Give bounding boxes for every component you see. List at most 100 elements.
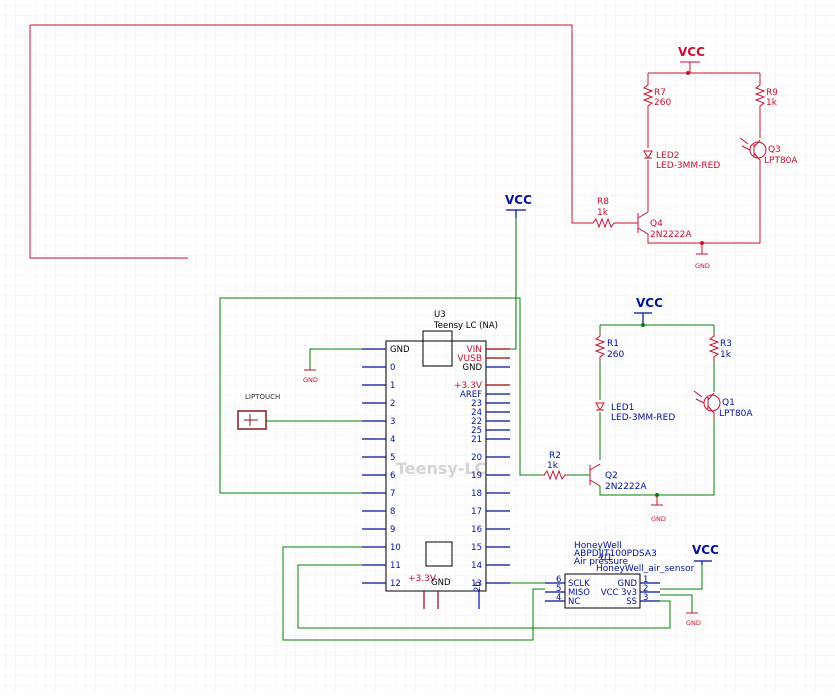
sensor-left-pin-name: MISO: [568, 588, 590, 598]
teensy-right-pin-label: GND: [463, 363, 483, 373]
transistor-q2[interactable]: [589, 463, 601, 487]
sensor-body[interactable]: [564, 573, 641, 609]
wire-bottom-rail[interactable]: [599, 324, 715, 333]
sensor-right-pin-name: GND: [618, 579, 638, 589]
resistor-r1[interactable]: [594, 333, 606, 361]
vcc-symbol-top: [680, 61, 700, 73]
sensor-right-pin-num: 2: [643, 584, 648, 594]
u3-ref: U3: [434, 310, 446, 320]
selected-wire-left[interactable]: [29, 25, 188, 259]
gnd-symbol-top: [696, 243, 708, 255]
teensy-body[interactable]: [385, 340, 487, 592]
q1-body: [707, 392, 715, 420]
teensy-left-pin-label: 6: [390, 471, 395, 481]
bottom-phototransistor-circuit[interactable]: VCC R1 260 LED1 LED-3MM-RED R3 1k Q1 LPT…: [541, 296, 753, 523]
resistor-r7[interactable]: [642, 82, 654, 110]
r8-ref: R8: [597, 197, 609, 207]
liptouch-pad-symbol: [244, 414, 258, 426]
r9-ref: R9: [766, 88, 778, 98]
teensy-left-pin-label: 5: [390, 453, 395, 463]
sensor-left-pin-num: 5: [556, 584, 561, 594]
wire-top-rail[interactable]: [647, 72, 761, 82]
u1-brand: HoneyWell: [574, 541, 622, 551]
teensy-right-pins: VINVUSBGND+3.3VAREF232422252120191817161…: [454, 345, 510, 589]
teensy-right-pin-label: 13: [471, 579, 482, 589]
selected-wire-top[interactable]: [30, 24, 590, 224]
gnd-label-bottom: GND: [651, 515, 666, 523]
sensor-right-pin-name: SS: [626, 597, 637, 607]
honeywell-sensor-u1[interactable]: HoneyWell ABPDJJT100PDSA3 Air pressure U…: [545, 541, 695, 609]
q1-value: LPT80A: [719, 409, 753, 419]
q3-ref: Q3: [768, 145, 781, 155]
led2-value: LED-3MM-RED: [656, 161, 720, 171]
q1-ref: Q1: [722, 398, 735, 408]
r1-ref: R1: [607, 339, 619, 349]
led2-symbol[interactable]: [643, 150, 653, 160]
teensy-right-pin-label: 17: [471, 507, 482, 517]
teensy-left-pin-label: 9: [390, 525, 395, 535]
gnd-symbol-bottom: [651, 495, 663, 506]
teensy-left-pin-label: 11: [390, 561, 401, 571]
teensy-lc-u3[interactable]: U3 Teensy LC (NA) Teensy-LC GND012345678…: [362, 310, 510, 609]
teensy-right-pin-label: +3.3V: [454, 381, 483, 391]
led1-value: LED-3MM-RED: [611, 413, 675, 423]
resistor-r2[interactable]: [541, 469, 569, 481]
wire-sensor-gnd[interactable]: [660, 594, 693, 613]
teensy-right-pin-label: 21: [471, 435, 482, 445]
q4-value: 2N2222A: [650, 230, 692, 240]
r7-ref: R7: [654, 88, 666, 98]
teensy-right-pin-label: 18: [471, 489, 482, 499]
sensor-right-pin-name: VCC 3v3: [601, 588, 637, 598]
q1-light-arrows: [693, 390, 705, 404]
led1-symbol[interactable]: [595, 402, 605, 412]
teensy-usb-connector: [422, 330, 453, 367]
teensy-left-pin-label: 2: [390, 399, 395, 409]
teensy-right-pin-label: 22: [471, 417, 482, 427]
teensy-bottom-pin-3v3: +3.3V: [408, 574, 437, 584]
q3-body: [753, 139, 761, 165]
wire-pin7-r2[interactable]: [219, 297, 545, 494]
r9-value: 1k: [766, 98, 778, 108]
teensy-left-pin-label: GND: [390, 345, 410, 355]
r1-value: 260: [607, 350, 624, 360]
teensy-right-pin-label: VUSB: [457, 354, 482, 364]
resistor-r9[interactable]: [754, 82, 766, 110]
transistor-q4[interactable]: [637, 211, 649, 235]
wire-pin11-ss[interactable]: [297, 564, 671, 629]
r7-value: 260: [654, 98, 671, 108]
vcc-label-top: VCC: [678, 45, 705, 59]
teensy-watermark: Teensy-LC: [396, 459, 486, 478]
r2-value: 1k: [547, 461, 559, 471]
teensy-bottom-pin-gnd: GND: [431, 578, 451, 588]
teensy-left-pin-label: 12: [390, 579, 401, 589]
r2-ref: R2: [549, 451, 561, 461]
teensy-left-pin-label: 1: [390, 381, 395, 391]
junction-dot: [686, 71, 690, 75]
u3-value: Teensy LC (NA): [433, 321, 498, 331]
sensor-right-pin-num: 3: [643, 593, 648, 603]
resistor-r8[interactable]: [590, 217, 618, 229]
wire-vcc-vin[interactable]: [510, 218, 517, 350]
resistor-r3[interactable]: [708, 333, 720, 361]
wire-pin10-miso[interactable]: [282, 546, 545, 641]
top-phototransistor-circuit[interactable]: VCC R7 260 LED2 LED-3MM-RED R9 1k Q3 LPT…: [29, 24, 798, 270]
vcc-symbol-sensor: [694, 560, 712, 565]
led1-ref: LED1: [611, 403, 634, 413]
teensy-left-pin-label: 0: [390, 363, 395, 373]
gnd-label-teensy: GND: [303, 376, 318, 384]
teensy-left-pin-label: 4: [390, 435, 395, 445]
sensor-right-pin-num: 1: [643, 575, 648, 585]
r8-value: 1k: [597, 208, 609, 218]
teensy-right-pin-label: 25: [471, 426, 482, 436]
wire-teensy-gnd[interactable]: [309, 348, 362, 370]
teensy-right-pin-label: 20: [471, 453, 482, 463]
u1-desc: Air pressure: [574, 557, 629, 567]
teensy-right-pin-label: 16: [471, 525, 482, 535]
q4-ref: Q4: [650, 219, 663, 229]
sensor-left-pin-name: SCLK: [568, 579, 590, 589]
vcc-symbol-vin: [506, 209, 526, 218]
wire-sensor-vcc[interactable]: [660, 565, 703, 590]
